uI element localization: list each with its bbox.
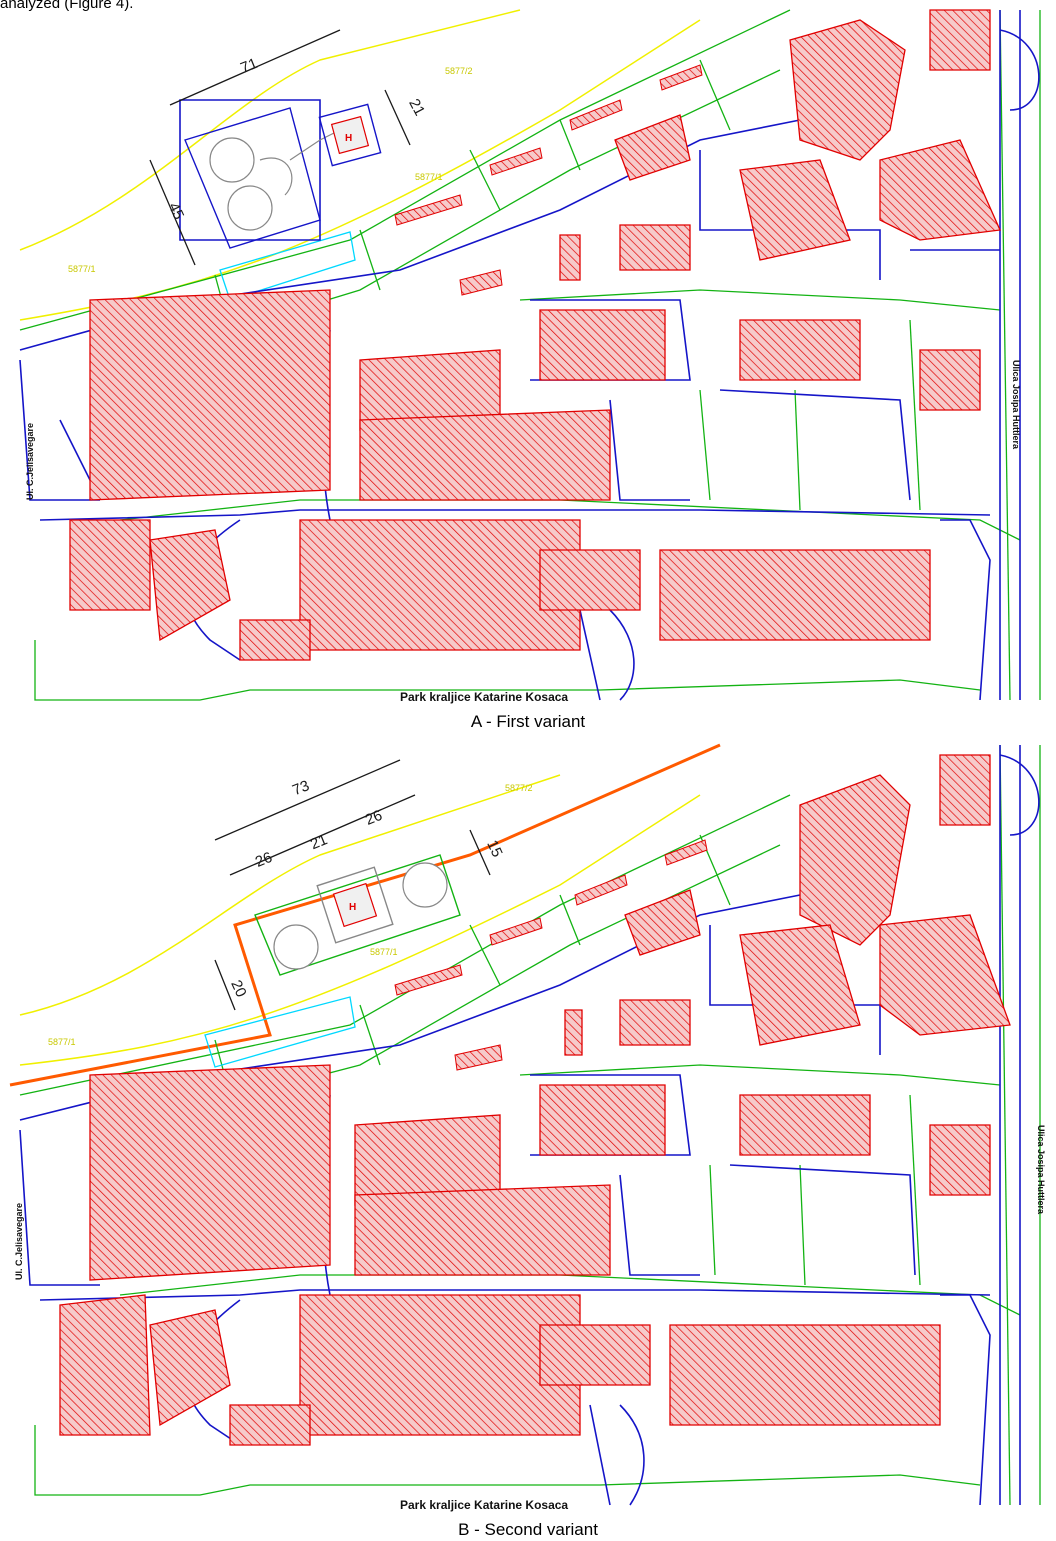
building bbox=[299, 519, 581, 651]
building bbox=[669, 1324, 941, 1426]
building bbox=[89, 289, 331, 501]
building bbox=[539, 549, 641, 611]
dimension-line bbox=[214, 759, 401, 841]
building bbox=[739, 1094, 871, 1156]
river-bank-line bbox=[19, 774, 561, 1016]
park-label: Park kraljice Katarine Kosaca bbox=[400, 1498, 568, 1512]
building bbox=[799, 774, 911, 946]
building bbox=[939, 754, 991, 826]
site-plan-b: H 73 26 21 26 15 20 bbox=[0, 735, 1056, 1515]
dimension-line bbox=[169, 29, 341, 106]
building bbox=[69, 519, 151, 611]
building bbox=[89, 1064, 331, 1281]
building bbox=[739, 924, 861, 1046]
helipad-icon bbox=[332, 882, 378, 928]
embankment-line bbox=[9, 743, 721, 1087]
river-bank-line bbox=[19, 19, 701, 321]
site-plan-a: H 71 21 45 5877/2 5877 bbox=[0, 0, 1056, 710]
building bbox=[659, 549, 931, 641]
dimension-line bbox=[384, 89, 411, 146]
street-label-right: Ulica Josipa Huttlera bbox=[1036, 1125, 1046, 1215]
dimension-line bbox=[214, 959, 236, 1011]
building bbox=[354, 1184, 611, 1276]
road-lines bbox=[19, 745, 1040, 1506]
street-label-left: Ul. C.Jelisavegare bbox=[25, 423, 35, 500]
dimension-label: 71 bbox=[238, 55, 260, 77]
river-bank-line bbox=[19, 794, 701, 1066]
building bbox=[879, 139, 1001, 241]
dimension-label: 26 bbox=[363, 807, 385, 829]
river-bank-line bbox=[19, 9, 521, 251]
parcel-label: 5877/1 bbox=[415, 172, 443, 182]
helipad-icon bbox=[330, 115, 370, 155]
park-label: Park kraljice Katarine Kosaca bbox=[400, 690, 568, 704]
building bbox=[564, 1009, 583, 1056]
site-plan-a-drawing: H 71 21 45 5877/2 5877 bbox=[19, 9, 1041, 704]
building bbox=[539, 309, 666, 381]
dimension-label: 26 bbox=[253, 849, 275, 871]
building bbox=[789, 19, 906, 161]
building bbox=[539, 1324, 651, 1386]
building bbox=[619, 224, 691, 271]
street-label-left: Ul. C.Jelisavegare bbox=[14, 1203, 24, 1280]
parcel-label: 5877/2 bbox=[445, 66, 473, 76]
dimension-label: 20 bbox=[227, 978, 249, 1000]
building bbox=[229, 1404, 311, 1446]
building bbox=[359, 409, 611, 501]
dimension-lines bbox=[149, 29, 411, 266]
helipad-icon: H bbox=[345, 133, 352, 144]
dimension-line bbox=[469, 829, 491, 876]
cyan-channel bbox=[219, 231, 356, 301]
building bbox=[919, 349, 981, 411]
building bbox=[59, 1294, 151, 1436]
parcel-label: 5877/2 bbox=[505, 783, 533, 793]
dimension-label: 73 bbox=[290, 777, 312, 799]
dimension-line bbox=[149, 159, 196, 266]
hatch-strips bbox=[394, 64, 703, 296]
dimension-label: 21 bbox=[405, 96, 428, 119]
helipad-site: H bbox=[254, 854, 461, 976]
helipad-site: H bbox=[184, 103, 382, 249]
dimension-lines bbox=[214, 759, 491, 1011]
helipad-icon: H bbox=[349, 902, 356, 913]
dimension-line bbox=[229, 794, 416, 876]
building bbox=[739, 319, 861, 381]
building bbox=[614, 114, 691, 181]
street-label-right: Ulica Josipa Huttlera bbox=[1011, 360, 1021, 450]
buildings bbox=[69, 9, 1001, 661]
dimension-label: 45 bbox=[165, 200, 187, 222]
storage-tank-icon bbox=[227, 185, 273, 231]
intro-text: analyzed (Figure 4). bbox=[0, 0, 134, 12]
building bbox=[624, 889, 701, 956]
hatch-strips bbox=[394, 839, 708, 1071]
dimension-label: 15 bbox=[483, 838, 505, 860]
cyan-channel bbox=[204, 996, 356, 1068]
building bbox=[879, 914, 1011, 1036]
building bbox=[299, 1294, 581, 1436]
storage-tank-icon bbox=[402, 862, 448, 908]
building bbox=[619, 999, 691, 1046]
storage-tank-icon bbox=[209, 137, 255, 183]
building bbox=[239, 619, 311, 661]
building bbox=[539, 1084, 666, 1156]
dimension-label: 21 bbox=[308, 831, 330, 853]
building bbox=[149, 1309, 231, 1427]
site-plan-b-drawing: H 73 26 21 26 15 20 bbox=[9, 743, 1046, 1512]
building bbox=[149, 529, 231, 642]
building bbox=[929, 1124, 991, 1196]
parcel-label: 5877/1 bbox=[370, 947, 398, 957]
parcel-label: 5877/1 bbox=[48, 1037, 76, 1047]
building bbox=[929, 9, 991, 71]
caption-a: A - First variant bbox=[470, 712, 586, 731]
parcel-label: 5877/1 bbox=[68, 264, 96, 274]
buildings bbox=[59, 754, 1011, 1446]
building bbox=[739, 159, 851, 261]
storage-tank-icon bbox=[273, 924, 319, 970]
building bbox=[559, 234, 581, 281]
caption-b: B - Second variant bbox=[458, 1520, 598, 1539]
